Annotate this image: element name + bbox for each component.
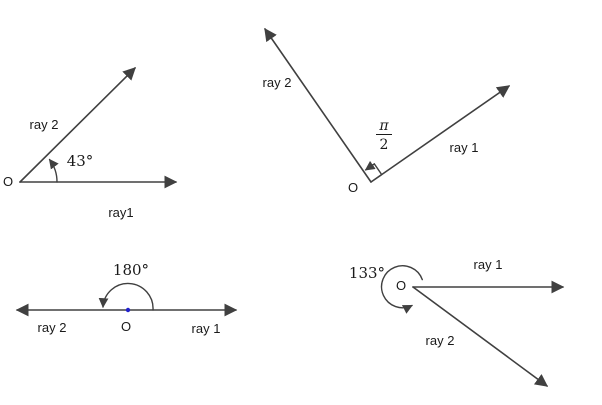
straight-angle-label: 180° [113, 261, 149, 279]
reflex-angle-label: 133° [349, 264, 385, 282]
acute-ray1-label: ray1 [108, 205, 133, 220]
right-angle-numerator: π [378, 118, 389, 134]
reflex-ray2-label: ray 2 [426, 333, 455, 348]
right-vertex-label: O [348, 180, 358, 195]
reflex-vertex-label: O [396, 278, 406, 293]
right-ray2-line [264, 27, 372, 183]
right-angle-marker [364, 160, 383, 176]
reflex-ray2-line [412, 286, 549, 387]
straight-angle-arc [98, 282, 154, 311]
right-ray2-label: ray 2 [263, 75, 292, 90]
acute-vertex-label: O [3, 174, 13, 189]
acute-angle-arc [48, 158, 59, 183]
vertex-point [125, 307, 131, 313]
right-angle-denominator: 2 [380, 137, 389, 153]
acute-ray2-line [19, 67, 136, 183]
figure-straight-angle: 180° ray 2 O ray 1 [15, 261, 238, 336]
acute-ray2-label: ray 2 [30, 117, 59, 132]
reflex-angle-arc [380, 265, 423, 314]
right-ray1-line [370, 85, 511, 183]
right-angle-fraction-label: π 2 [376, 118, 392, 153]
right-ray1-label: ray 1 [450, 140, 479, 155]
straight-ray1-label: ray 1 [192, 321, 221, 336]
reflex-ray1-label: ray 1 [474, 257, 503, 272]
figure-right-angle: O π 2 ray 2 ray 1 [263, 27, 511, 195]
figure-acute-angle: O 43° ray 2 ray1 [3, 67, 178, 220]
straight-ray2-label: ray 2 [38, 320, 67, 335]
acute-angle-label: 43° [67, 152, 94, 170]
straight-vertex-label: O [121, 319, 131, 334]
figure-reflex-angle: 133° O ray 1 ray 2 [349, 257, 565, 387]
